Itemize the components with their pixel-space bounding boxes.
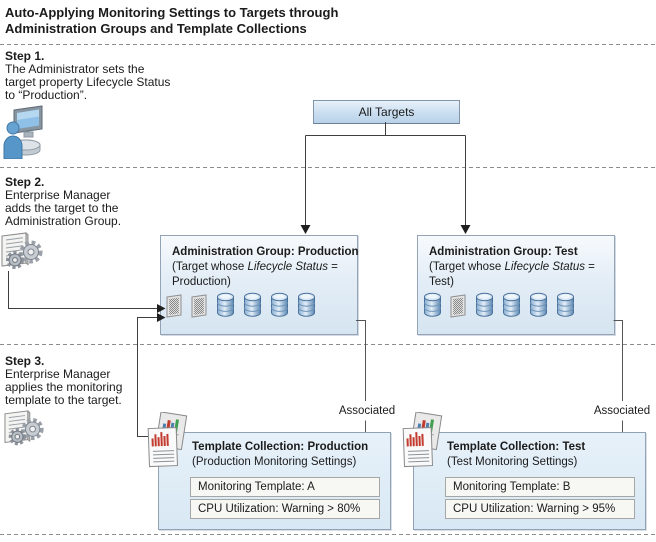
step-2-text: Enterprise Manager: [5, 188, 111, 202]
template-collection-production-subtitle: (Production Monitoring Settings): [192, 456, 357, 468]
subtitle-suffix: =: [584, 261, 595, 273]
step-1-label: Step 1.: [5, 49, 45, 63]
step-1-section: Step 1. The Administrator sets the targe…: [5, 49, 170, 102]
target-grid-icon: [450, 294, 467, 318]
template-collection-production-box: Template Collection: Production (Product…: [158, 432, 391, 530]
admin-group-test-title: Administration Group: Test: [429, 246, 578, 258]
step-1-text: The Administrator sets the: [5, 62, 145, 76]
target-grid-icon: [191, 294, 208, 318]
target-grid-icon: [166, 294, 183, 318]
gears-document-icon: [0, 232, 46, 276]
section-divider: [0, 167, 656, 168]
page-title: Auto-Applying Monitoring Settings to Tar…: [5, 5, 338, 37]
subtitle-italic: Lifecycle Status: [504, 261, 585, 273]
template-collection-production-title: Template Collection: Production: [192, 441, 369, 453]
gears-document-icon: [3, 410, 47, 452]
monitoring-template-documents-icon: [400, 412, 445, 472]
database-icon: [529, 292, 548, 318]
monitoring-template-documents-icon: [145, 412, 190, 472]
admin-group-test-box: Administration Group: Test (Target whose…: [417, 235, 615, 335]
associated-label: Associated: [338, 405, 396, 417]
subtitle-prefix: (Target whose: [172, 261, 248, 273]
step-1-text: target property Lifecycle Status: [5, 75, 171, 89]
production-targets-row: [166, 292, 316, 318]
admin-group-test-subtitle: (Target whose Lifecycle Status =: [418, 260, 614, 275]
template-collection-test-box: Template Collection: Test (Test Monitori…: [413, 432, 646, 530]
admin-group-production-subtitle: (Target whose Lifecycle Status =: [161, 260, 357, 275]
step-2-text: Administration Group.: [5, 214, 122, 228]
subtitle-prefix: (Target whose: [429, 261, 505, 273]
template-collection-test-title: Template Collection: Test: [447, 441, 586, 453]
admin-group-production-title: Administration Group: Production: [172, 246, 359, 258]
cpu-utilization-row: CPU Utilization: Warning > 95%: [445, 499, 635, 519]
arrowhead-down: [460, 225, 471, 234]
test-targets-row: [423, 292, 575, 318]
arrowhead-down: [300, 225, 311, 234]
monitoring-template-row: Monitoring Template: A: [190, 477, 380, 497]
section-divider: [0, 44, 656, 45]
step-3-text: Enterprise Manager: [5, 367, 111, 381]
page-title-line1: Auto-Applying Monitoring Settings to Tar…: [5, 5, 339, 20]
admin-group-production-subtitle2: Production): [172, 276, 231, 288]
database-icon: [502, 292, 521, 318]
all-targets-box: All Targets: [313, 100, 460, 124]
admin-group-production-box: Administration Group: Production (Target…: [160, 235, 359, 335]
database-icon: [243, 292, 262, 318]
administrator-computer-icon: [2, 103, 46, 159]
step-1-text: to “Production”.: [5, 88, 88, 102]
step-3-section: Step 3. Enterprise Manager applies the m…: [5, 354, 122, 407]
database-icon: [270, 292, 289, 318]
step-3-text: template to the target.: [5, 393, 122, 407]
template-collection-test-subtitle: (Test Monitoring Settings): [447, 456, 578, 468]
subtitle-italic: Lifecycle Status: [247, 261, 328, 273]
section-divider: [0, 534, 656, 535]
subtitle-suffix: =: [327, 261, 338, 273]
step-2-section: Step 2. Enterprise Manager adds the targ…: [5, 175, 121, 228]
step-2-label: Step 2.: [5, 175, 45, 189]
section-divider: [0, 344, 656, 345]
monitoring-template-row: Monitoring Template: B: [445, 477, 635, 497]
step-3-label: Step 3.: [5, 354, 45, 368]
admin-group-test-subtitle2: Test): [429, 276, 454, 288]
step-3-text: applies the monitoring: [5, 380, 123, 394]
database-icon: [297, 292, 316, 318]
associated-label: Associated: [593, 405, 651, 417]
database-icon: [475, 292, 494, 318]
step-2-text: adds the target to the: [5, 201, 119, 215]
database-icon: [216, 292, 235, 318]
page-title-line2: Administration Groups and Template Colle…: [5, 21, 307, 36]
cpu-utilization-row: CPU Utilization: Warning > 80%: [190, 499, 380, 519]
database-icon: [423, 292, 442, 318]
database-icon: [556, 292, 575, 318]
